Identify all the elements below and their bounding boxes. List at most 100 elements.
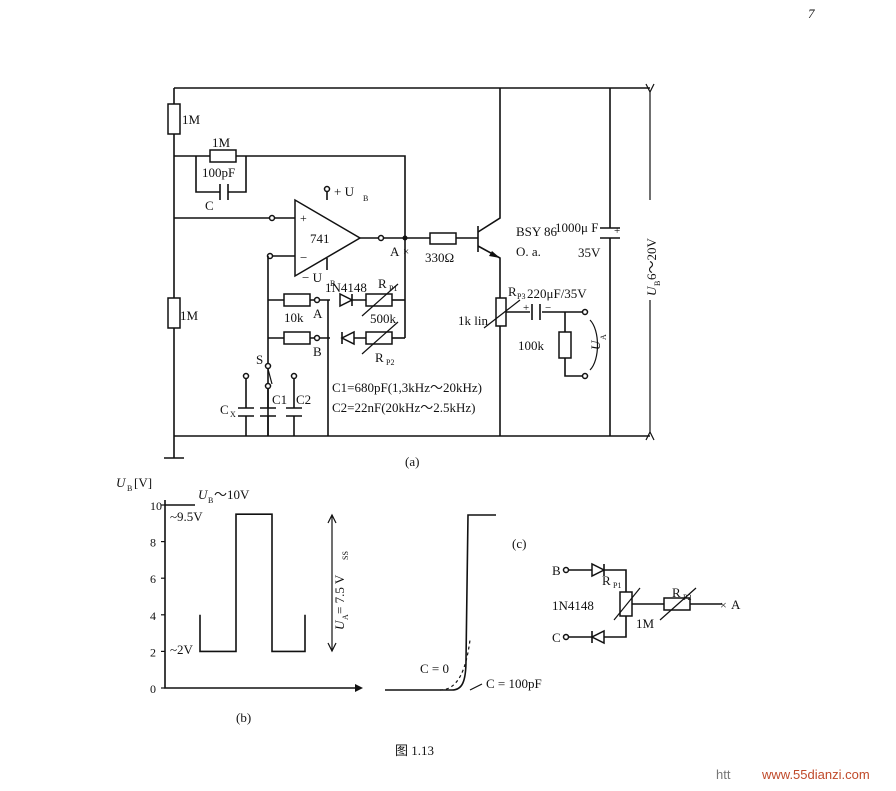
cout-capacitor xyxy=(531,304,541,320)
rp1-sub: P1 xyxy=(389,284,397,293)
edge-c100-label: C = 100pF xyxy=(486,676,542,691)
node-b-terminal xyxy=(313,334,321,342)
ub-sub: B xyxy=(208,496,213,505)
feedback-cap-wire xyxy=(195,156,247,193)
y-tick-label: 4 xyxy=(150,609,156,623)
c1-capacitor xyxy=(260,407,276,417)
amplitude-unit-sub: SS xyxy=(341,551,350,560)
rp2-sub: P2 xyxy=(386,358,394,367)
r-top-resistor xyxy=(167,103,181,135)
diode-c-label: 1N4148 xyxy=(552,598,594,613)
panel-label-a: (a) xyxy=(405,454,419,469)
feedback-cap-label: 100pF xyxy=(202,165,235,180)
r-330-label: 330Ω xyxy=(425,250,454,265)
panel-label-c: (c) xyxy=(512,536,526,551)
cout-label: 220μF/35V xyxy=(527,286,587,301)
rp2-wiper xyxy=(361,321,399,355)
rp1-label: R xyxy=(378,276,387,291)
pot-wiper-arrow xyxy=(483,299,521,329)
noninv-terminal xyxy=(268,214,276,222)
cx-label: C xyxy=(220,402,229,417)
y-axis-label: U xyxy=(116,475,127,490)
rp2-c-label: R xyxy=(672,585,681,600)
y-tick-label: 10 xyxy=(150,499,162,513)
feedback-wire xyxy=(174,155,406,238)
input-c-terminal xyxy=(562,633,570,641)
watermark: www.55dianzi.com xyxy=(761,767,870,782)
feedback-capacitor xyxy=(219,184,229,200)
r100k-wire xyxy=(564,312,582,377)
figure-caption: 图 1.13 xyxy=(395,743,434,758)
rp2-label: R xyxy=(375,350,384,365)
diode-a-cathode xyxy=(351,294,366,306)
transistor-emitter xyxy=(477,245,501,298)
rp1-c-label: R xyxy=(602,573,611,588)
watermark-prefix: htt xyxy=(716,767,731,782)
r-100k-label: 100k xyxy=(518,338,545,353)
supply-cap-plus: + xyxy=(614,225,620,237)
r-10k-label: 10k xyxy=(284,310,304,325)
diode-1n4148-b xyxy=(340,330,355,346)
supply-cap-voltage: 35V xyxy=(578,245,601,260)
c2-capacitor xyxy=(286,407,302,417)
out-terminal-bottom xyxy=(581,372,589,380)
input-c-label: C xyxy=(552,630,561,645)
node-a-mark: × xyxy=(403,246,409,258)
rp1-c-sub: P1 xyxy=(613,581,621,590)
circuit-a: 1M 1M 1M 100pF C 741 + − + U B − U B xyxy=(164,83,662,469)
cx-capacitor xyxy=(238,407,254,417)
r1m-c-label: 1M xyxy=(636,616,655,631)
chart-axes xyxy=(164,500,355,689)
minus-supply-sub: B xyxy=(330,279,335,288)
supply-capacitor xyxy=(600,227,620,239)
opamp-minus-sign: − xyxy=(300,250,307,265)
rp3-label: R xyxy=(508,284,517,299)
rp1-c-wiper xyxy=(613,587,641,621)
c2-label: C2 xyxy=(296,392,311,407)
diode-c-bottom xyxy=(590,629,605,645)
x-axis-arrow xyxy=(355,684,363,692)
opamp-741 xyxy=(294,198,362,278)
rising-edge-c100 xyxy=(439,639,471,691)
pot-1k-label: 1k lin xyxy=(458,313,488,328)
ua-arrow xyxy=(589,319,599,371)
opamp-label: 741 xyxy=(310,231,330,246)
ub-label: U xyxy=(198,487,209,502)
plus-supply-terminal xyxy=(323,185,331,193)
y-tick-label: 2 xyxy=(150,645,156,659)
feedback-resistor-label: 1M xyxy=(212,135,231,150)
rp1-c-pot xyxy=(619,591,633,617)
rp1-pot xyxy=(365,293,393,307)
square-waveform xyxy=(199,513,306,653)
transistor-label: BSY 86 xyxy=(516,224,558,239)
diode-b-leads xyxy=(341,332,366,344)
transistor-note: O. a. xyxy=(516,244,541,259)
switch-c1-terminal xyxy=(264,382,272,390)
amplitude-arrow-heads xyxy=(327,513,337,653)
ua-label: U xyxy=(588,339,603,350)
high-level-label: ~9.5V xyxy=(170,509,203,524)
c1-spec: C1=680pF(1,3kHz～20kHz) xyxy=(332,380,482,395)
panel-label-b: (b) xyxy=(236,710,251,725)
supply-cap-label: 1000μ F xyxy=(555,220,598,235)
diode-1n4148-a xyxy=(339,292,354,308)
edge-c100-leader xyxy=(469,683,483,691)
node-b-label: B xyxy=(313,344,322,359)
r-330-resistor xyxy=(429,232,457,245)
node-a2-label: A xyxy=(313,306,323,321)
cout-minus: − xyxy=(545,302,551,314)
circuit-c: (c) B C R P1 1N4148 1M R P2 × A xyxy=(512,536,741,645)
diode-label: 1N4148 xyxy=(325,280,367,295)
feedback-c-label: C xyxy=(205,198,214,213)
input-b-label: B xyxy=(552,563,561,578)
rp2-c-sub: P2 xyxy=(683,593,691,602)
r-bottom-resistor xyxy=(167,297,181,329)
minus-supply-label: − U xyxy=(302,270,323,285)
supply-range-sub: B xyxy=(653,281,662,286)
rp2-c-wiper xyxy=(659,587,697,621)
output-terminal xyxy=(377,234,385,242)
opamp-plus-sign: + xyxy=(300,211,307,225)
y-tick-label: 8 xyxy=(150,536,156,550)
